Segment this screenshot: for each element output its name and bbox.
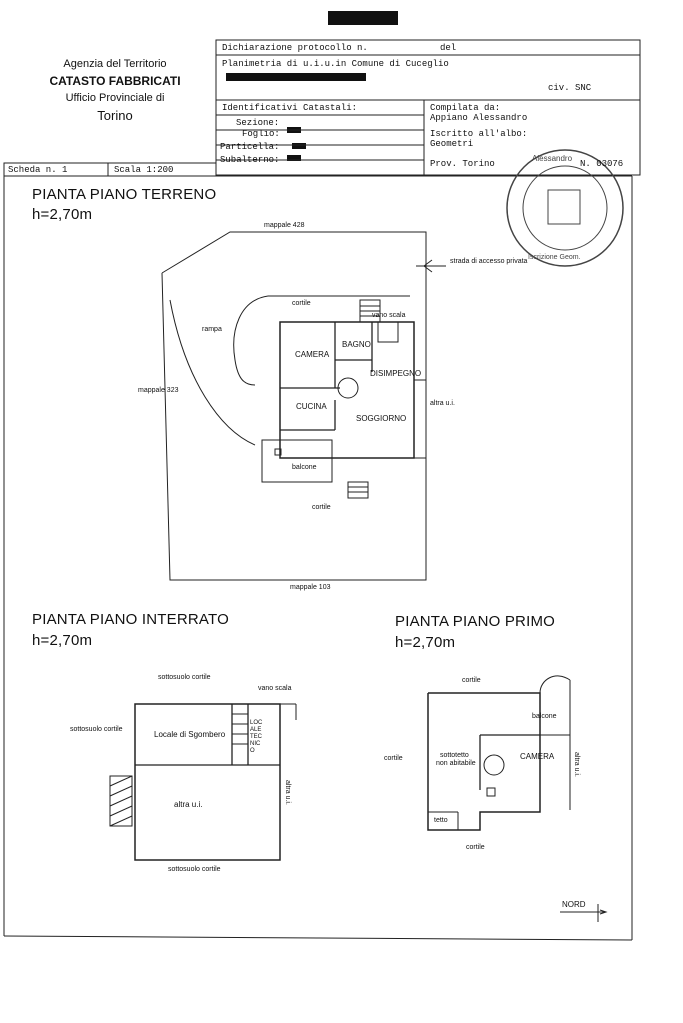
albo-value: Geometri: [430, 139, 474, 149]
terreno-height: h=2,70m: [32, 206, 93, 223]
label-rampa: rampa: [202, 326, 222, 333]
compilata-label: Compilata da:: [430, 103, 501, 113]
room-altra-ui-interrato: altra u.i.: [174, 800, 203, 809]
label-balcone-primo: balcone: [532, 713, 557, 720]
ufficio-city: Torino: [97, 108, 133, 123]
label-sottosuolo-left: sottosuolo cortile: [70, 726, 123, 733]
label-vano-scala-terreno: vano scala: [372, 312, 406, 319]
ufficio-label: Ufficio Provinciale di: [65, 92, 165, 104]
label-sottosuolo-top: sottosuolo cortile: [158, 674, 211, 681]
agency-name: Agenzia del Territorio: [63, 58, 167, 70]
label-vano-scala-interrato: vano scala: [258, 685, 292, 692]
label-balcone-terreno: balcone: [292, 464, 317, 471]
label-cortile-top-primo: cortile: [462, 677, 481, 684]
dichiarazione-label: Dichiarazione protocollo n.: [222, 43, 368, 53]
agency-header: Agenzia del Territorio CATASTO FABBRICAT…: [20, 56, 210, 124]
nord-label: NORD: [562, 900, 586, 909]
redaction-mark-address: [226, 73, 366, 81]
interrato-height: h=2,70m: [32, 632, 93, 649]
label-mappale-103: mappale 103: [290, 584, 331, 591]
particella-label: Particella:: [220, 142, 280, 152]
label-altra-ui-side: altra u.i.: [284, 780, 291, 805]
room-disimpegno: DISIMPEGNO: [370, 369, 422, 378]
iscrizione-numero: N. 03076: [580, 159, 624, 169]
stamp-bottom-text: Iscrizione Geom.: [528, 254, 581, 261]
room-locale-tecnico: LOCALE TECNICO: [250, 720, 263, 754]
label-sottotetto: sottotetto: [440, 752, 469, 759]
civico-label: civ. SNC: [548, 83, 592, 93]
compilatore-name: Appiano Alessandro: [430, 113, 528, 123]
room-cucina: CUCINA: [296, 402, 327, 411]
label-altra-ui-terreno: altra u.i.: [430, 400, 455, 407]
sezione-label: Sezione:: [236, 118, 280, 128]
label-cortile-top: cortile: [292, 300, 311, 307]
redaction-mark-top: [328, 11, 398, 25]
redaction-mark-particella: [292, 143, 306, 149]
professional-stamp: [506, 149, 624, 267]
del-label: del: [440, 43, 457, 53]
foglio-label: Foglio:: [242, 129, 280, 139]
label-mappale-428: mappale 428: [264, 222, 305, 229]
provincia-label: Prov. Torino: [430, 159, 495, 169]
room-camera-primo: CAMERA: [520, 752, 555, 761]
scala-label: Scala 1:200: [114, 165, 174, 175]
identificativi-label: Identificativi Catastali:: [222, 103, 358, 113]
room-bagno: BAGNO: [342, 340, 371, 349]
iscritto-label: Iscritto all'albo:: [430, 129, 528, 139]
stamp-top-text: Alessandro: [532, 154, 573, 163]
catasto-title: CATASTO FABBRICATI: [49, 74, 181, 88]
subalterno-label: Subalterno:: [220, 155, 280, 165]
planimetria-label: Planimetria di u.i.u.in Comune di Cucegl…: [222, 59, 449, 69]
label-altra-ui-primo: altra u.i.: [573, 752, 580, 777]
label-cortile-left-primo: cortile: [384, 755, 403, 762]
primo-title: PIANTA PIANO PRIMO: [395, 613, 556, 630]
label-tetto: tetto: [434, 817, 448, 824]
label-cortile-bottom: cortile: [312, 504, 331, 511]
redaction-mark-subalterno: [287, 155, 301, 161]
label-mappale-323: mappale 323: [138, 387, 179, 394]
terreno-title: PIANTA PIANO TERRENO: [32, 186, 217, 203]
interrato-title: PIANTA PIANO INTERRATO: [32, 611, 229, 628]
room-camera: CAMERA: [295, 350, 330, 359]
label-cortile-bottom-primo: cortile: [466, 844, 485, 851]
label-sottosuolo-bottom: sottosuolo cortile: [168, 866, 221, 873]
label-strada: strada di accesso privata: [450, 258, 528, 265]
room-locale-sgombero: Locale di Sgombero: [154, 730, 226, 739]
room-soggiorno: SOGGIORNO: [356, 414, 407, 423]
primo-height: h=2,70m: [395, 634, 456, 651]
label-non-abitabile: non abitabile: [436, 760, 476, 767]
scheda-label: Scheda n. 1: [8, 165, 68, 175]
